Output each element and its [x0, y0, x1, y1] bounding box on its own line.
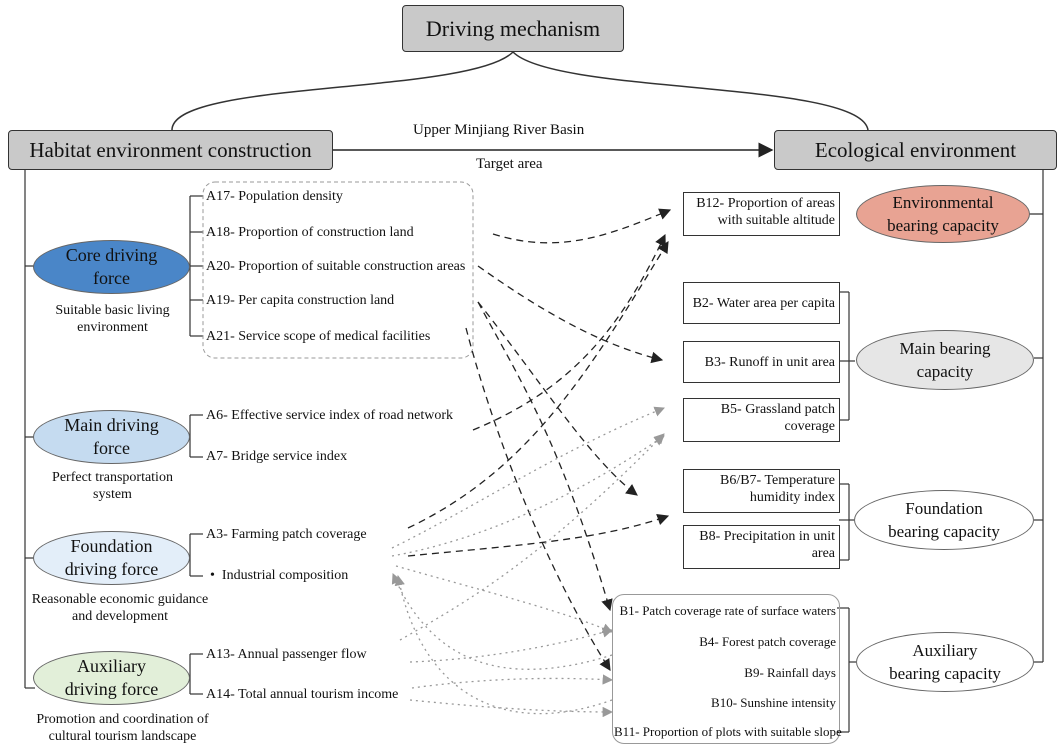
foundation-caption-line1: Reasonable economic guidance: [31, 592, 209, 607]
bullet-icon: •: [210, 568, 222, 583]
indicator-b12-line1: B12- Proportion of areas: [696, 196, 835, 211]
main-caption-line1: Perfect transportation: [52, 470, 173, 485]
indicator-a18: A18- Proportion of construction land: [206, 225, 414, 240]
indicator-a13: A13- Annual passenger flow: [206, 647, 367, 662]
environmental-bearing-capacity-oval: Environmental bearing capacity: [856, 185, 1030, 243]
indicator-b5-line2: coverage: [784, 419, 835, 434]
main-driving-force-line1: Main driving: [64, 415, 159, 435]
indicator-a17: A17- Population density: [206, 189, 343, 204]
main-caption-line2: system: [93, 487, 132, 502]
indicator-b12-box: B12- Proportion of areas with suitable al…: [683, 192, 840, 236]
b-brackets: [837, 291, 856, 733]
industrial-composition-label: Industrial composition: [221, 568, 349, 583]
indicator-b8-line1: B8- Precipitation in unit: [699, 529, 835, 544]
dotted-arrows: [391, 406, 665, 718]
indicator-b8-line2: area: [811, 546, 835, 561]
core-indicator-frame: [202, 181, 474, 359]
indicator-b10: B10- Sunshine intensity: [711, 695, 836, 710]
core-driving-force-line2: force: [93, 268, 130, 288]
indicator-b5-line1: B5- Grassland patch: [720, 402, 835, 417]
foundation-caption-line2: and development: [71, 609, 169, 624]
indicator-b2-label: B2- Water area per capita: [692, 295, 835, 311]
indicator-b3-label: B3- Runoff in unit area: [704, 354, 835, 370]
main-bearing-line1: Main bearing: [899, 339, 991, 358]
indicator-b6b7-box: B6/B7- Temperature humidity index: [683, 469, 840, 513]
main-driving-force-line2: force: [93, 438, 130, 458]
right-header-box: Ecological environment: [774, 130, 1057, 170]
indicator-a3: A3- Farming patch coverage: [206, 527, 367, 542]
core-caption-line1: Suitable basic living: [55, 303, 170, 318]
indicator-b6b7-line2: humidity index: [749, 490, 835, 505]
indicator-b11: B11- Proportion of plots with suitable s…: [614, 724, 842, 739]
foundation-bearing-line2: bearing capacity: [888, 522, 1000, 541]
indicator-b1: B1- Patch coverage rate of surface water…: [619, 603, 836, 618]
main-bearing-capacity-oval: Main bearing capacity: [856, 330, 1034, 390]
main-bearing-line2: capacity: [916, 362, 974, 381]
indicator-a6: A6- Effective service index of road netw…: [206, 408, 453, 423]
auxiliary-caption-line1: Promotion and coordination of: [36, 712, 209, 727]
left-spine: [24, 170, 35, 689]
environmental-bearing-line1: Environmental: [892, 193, 994, 212]
main-driving-force-oval: Main driving force: [33, 410, 190, 464]
indicator-industrial-composition: • Industrial composition: [210, 567, 348, 584]
indicator-a21: A21- Service scope of medical facilities: [206, 329, 431, 344]
environmental-bearing-line2: bearing capacity: [887, 216, 999, 235]
indicator-b2-box: B2- Water area per capita: [683, 282, 840, 324]
indicator-b8-box: B8- Precipitation in unit area: [683, 525, 840, 569]
auxiliary-bearing-line2: bearing capacity: [889, 664, 1001, 683]
foundation-driving-force-line1: Foundation: [70, 536, 153, 556]
indicator-b4: B4- Forest patch coverage: [699, 634, 836, 649]
arrow-label-bottom: Target area: [476, 156, 543, 172]
auxiliary-indicator-frame: [612, 594, 840, 744]
auxiliary-driving-force-oval: Auxiliary driving force: [33, 651, 190, 705]
left-header-title: Habitat environment construction: [29, 137, 312, 162]
indicator-a7: A7- Bridge service index: [206, 449, 348, 464]
indicator-b3-box: B3- Runoff in unit area: [683, 341, 840, 383]
indicator-a14: A14- Total annual tourism income: [206, 687, 399, 702]
foundation-driving-force-oval: Foundation driving force: [33, 531, 190, 585]
foundation-driving-force-line2: driving force: [64, 559, 159, 579]
dashed-arrows: [407, 208, 672, 671]
main-caption: Perfect transportation system: [25, 469, 200, 503]
left-header-box: Habitat environment construction: [8, 130, 333, 170]
indicator-a20: A20- Proportion of suitable construction…: [206, 259, 466, 274]
auxiliary-caption-line2: cultural tourism landscape: [48, 729, 197, 744]
right-header-title: Ecological environment: [814, 137, 1017, 162]
core-driving-force-oval: Core driving force: [33, 240, 190, 294]
core-driving-force-line1: Core driving: [65, 245, 158, 265]
indicator-b5-box: B5- Grassland patch coverage: [683, 398, 840, 442]
indicator-a19: A19- Per capita construction land: [206, 293, 395, 308]
top-brace: [171, 50, 869, 131]
arrow-label-top: Upper Minjiang River Basin: [413, 122, 585, 138]
auxiliary-caption: Promotion and coordination of cultural to…: [15, 711, 230, 745]
indicator-b12-line2: with suitable altitude: [717, 213, 835, 228]
foundation-caption: Reasonable economic guidance and developm…: [15, 591, 225, 625]
foundation-bearing-capacity-oval: Foundation bearing capacity: [854, 490, 1034, 550]
a-brackets: [189, 195, 203, 695]
top-title: Driving mechanism: [425, 15, 601, 41]
auxiliary-bearing-line1: Auxiliary: [912, 641, 978, 660]
core-caption: Suitable basic living environment: [25, 302, 200, 336]
auxiliary-driving-force-line1: Auxiliary: [77, 656, 146, 676]
core-caption-line2: environment: [77, 320, 148, 335]
foundation-bearing-line1: Foundation: [905, 499, 983, 518]
right-spine: [1025, 170, 1044, 663]
indicator-b9: B9- Rainfall days: [744, 665, 836, 680]
indicator-b6b7-line1: B6/B7- Temperature: [719, 473, 835, 488]
auxiliary-driving-force-line2: driving force: [64, 679, 159, 699]
top-box: Driving mechanism: [402, 5, 624, 52]
auxiliary-bearing-capacity-oval: Auxiliary bearing capacity: [856, 632, 1034, 692]
